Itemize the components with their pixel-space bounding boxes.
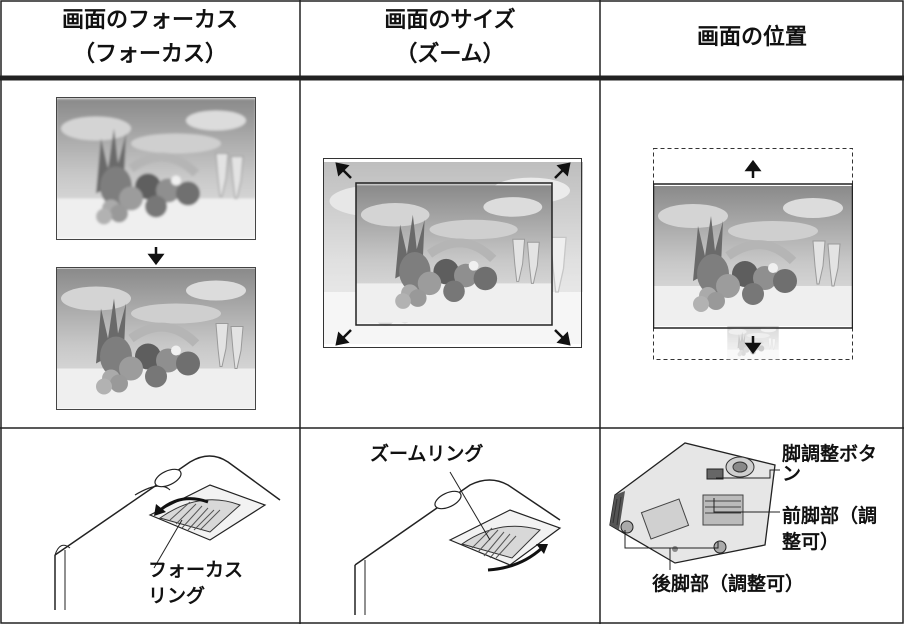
header-position-line1: 画面の位置: [696, 25, 807, 50]
header-size: 画面のサイズ （ズーム）: [300, 0, 600, 76]
up-arrow-icon: [744, 159, 762, 178]
header-size-line1: 画面のサイズ: [384, 8, 516, 33]
header-position: 画面の位置: [600, 0, 904, 76]
focus-illustration: [56, 97, 256, 410]
front-foot-label: 前脚部（調 整可）: [782, 505, 878, 553]
projector-underside-illustration: [609, 442, 776, 564]
down-arrow-icon: [744, 336, 762, 355]
zoom-illustration: [323, 158, 583, 348]
blurred-photo: [56, 99, 256, 239]
down-arrow-icon: [147, 247, 165, 266]
foot-adjust-button-label: 脚調整ボタ ン: [782, 443, 878, 485]
sharp-photo: [56, 269, 256, 409]
zoom-ring-label: ズームリング: [370, 443, 484, 465]
rotate-arrow-icon: [487, 546, 544, 572]
expand-arrows-icon: [335, 162, 571, 346]
header-focus-line1: 画面のフォーカス: [61, 8, 238, 33]
focus-ring-label: フォーカス リング: [148, 559, 244, 607]
zoom-ring-illustration: [354, 471, 562, 615]
position-illustration: [653, 148, 853, 360]
header-size-line2: （ズーム）: [395, 42, 505, 67]
header-focus-line2: （フォーカス）: [72, 42, 227, 67]
focus-ring-illustration: [54, 455, 281, 610]
leader-lines: [624, 469, 780, 570]
rear-foot-label: 後脚部（調整可）: [652, 573, 805, 595]
header-focus: 画面のフォーカス （フォーカス）: [0, 0, 300, 76]
